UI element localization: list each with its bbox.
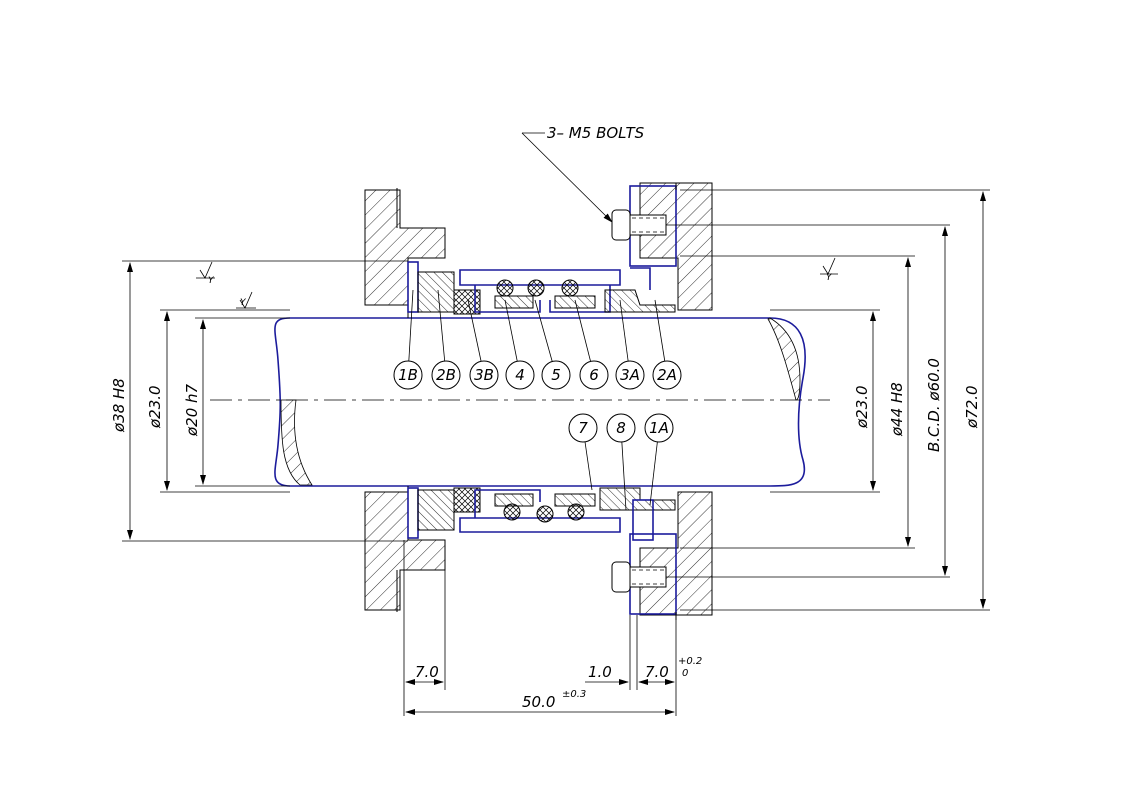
horizontal-dimensions: 7.0 1.0 7.0 +0.2 0 50.0 ±0.3	[403, 540, 702, 716]
surface-y-shaft: Y	[240, 298, 247, 308]
bolt-top	[611, 209, 667, 241]
dim-d23-left: ø23.0	[146, 385, 164, 429]
part-bubble	[469, 360, 499, 390]
part-label-7: 7	[578, 419, 588, 437]
part-label-5: 5	[551, 366, 561, 384]
part-label-1b: 1B	[398, 366, 418, 384]
dim-gap-1: 1.0	[588, 663, 612, 681]
dim-bcd: B.C.D. ø60.0	[925, 358, 943, 452]
right-housing	[629, 182, 713, 620]
dim-d72: ø72.0	[963, 385, 981, 429]
part-bubble	[568, 413, 598, 443]
part-label-3b: 3B	[474, 366, 494, 384]
dim-left-7: 7.0	[415, 663, 439, 681]
part-bubble	[652, 360, 682, 390]
part-label-3a: 3A	[620, 366, 640, 384]
surface-y-right: Y	[826, 273, 833, 283]
part-bubble	[505, 360, 535, 390]
part-label-8: 8	[616, 419, 626, 437]
part-bubble	[541, 360, 571, 390]
dim-d23-right: ø23.0	[853, 385, 871, 429]
part-bubbles-bottom: 7 8 1A	[568, 413, 674, 511]
vertical-dimensions: ø38 H8 ø23.0 ø20 h7 ø23.0 ø44 H8 B.C.D. …	[110, 189, 990, 611]
dim-right-7: 7.0	[645, 663, 669, 681]
bolt-note-text: 3– M5 BOLTS	[547, 124, 645, 142]
part-label-2a: 2A	[657, 366, 677, 384]
part-bubble	[615, 360, 645, 390]
surface-y-left: Y	[208, 276, 215, 286]
seal-components-bottom	[417, 487, 676, 541]
dim-overall: 50.0	[522, 693, 555, 711]
seal-components-top	[417, 267, 676, 315]
part-label-2b: 2B	[436, 366, 456, 384]
part-bubble	[606, 413, 636, 443]
dim-tol-lower: 0	[682, 668, 688, 679]
part-label-1a: 1A	[649, 419, 669, 437]
bolt-note: 3– M5 BOLTS	[521, 124, 645, 223]
dim-d20: ø20 h7	[183, 383, 201, 437]
part-bubble	[393, 360, 423, 390]
surface-symbols: Y Y Y	[196, 257, 838, 309]
part-bubble	[579, 360, 609, 390]
part-bubble	[644, 413, 674, 443]
dim-overall-tol: ±0.3	[562, 689, 586, 700]
part-bubbles-top: 1B 2B 3B 4 5 6 3A 2A	[393, 289, 682, 390]
dim-tol-upper: +0.2	[678, 656, 702, 667]
bolt-bottom	[611, 561, 667, 593]
shaft	[210, 317, 830, 487]
part-bubble	[431, 360, 461, 390]
dim-d44: ø44 H8	[888, 382, 906, 437]
dim-d38: ø38 H8	[110, 378, 128, 433]
part-label-6: 6	[589, 366, 599, 384]
part-label-4: 4	[515, 366, 525, 384]
